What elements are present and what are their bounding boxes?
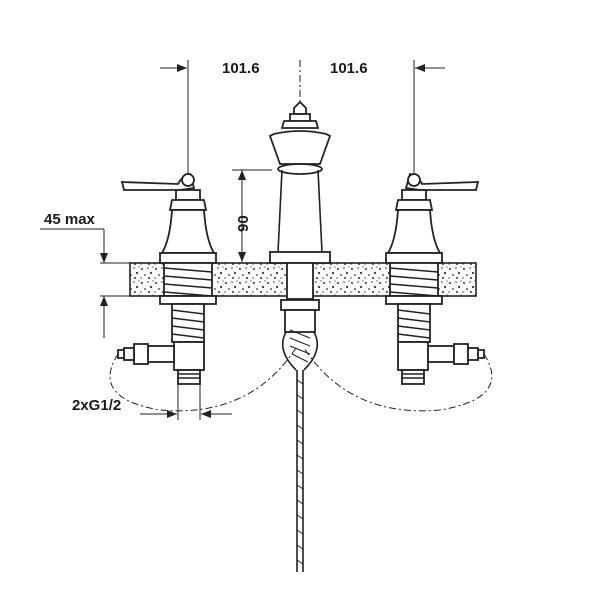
dim-45-arrow-lower xyxy=(100,296,108,306)
spout xyxy=(268,100,332,264)
dim-max-thickness-label: 45 max xyxy=(44,211,96,228)
dim-90-arrow-top xyxy=(238,170,246,180)
spout-shank xyxy=(280,262,320,572)
dim-spacing-right-label: 101.6 xyxy=(330,60,368,77)
dim-45-arrow-upper xyxy=(100,253,108,263)
left-handle-valve xyxy=(117,172,217,385)
hose-arc-right xyxy=(303,347,493,412)
right-handle-valve xyxy=(385,172,485,385)
dim-spacing-left-label: 101.6 xyxy=(222,60,260,77)
dim-connection-label: 2xG1/2 xyxy=(72,397,121,414)
dim-90-arrow-bottom xyxy=(238,252,246,262)
dim-spout-height-label: 90 xyxy=(235,215,252,232)
